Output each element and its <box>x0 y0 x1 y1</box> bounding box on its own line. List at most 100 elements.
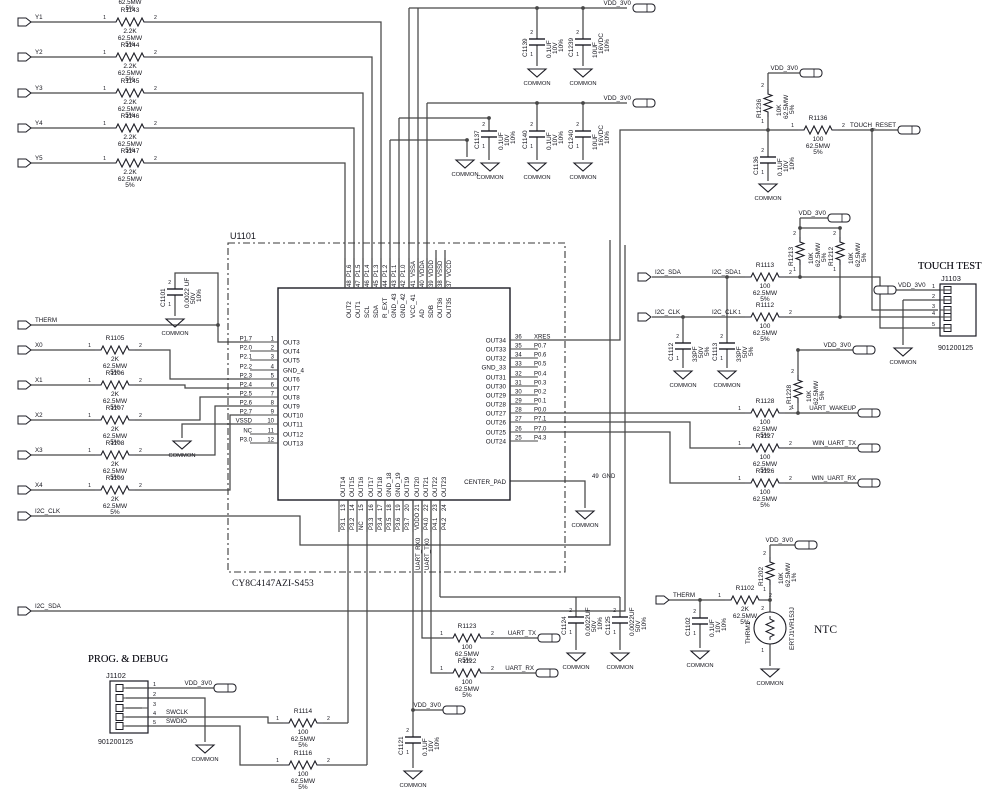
tag-port-VDD_3V0: VDD_3V0 <box>873 282 926 295</box>
capacitor-tolerance: 10% <box>597 617 604 630</box>
connector-pin-number: 3 <box>153 702 156 708</box>
resistor-ref: R1228 <box>786 384 793 404</box>
resistor-value: 100 <box>760 323 771 330</box>
ic-pin-number: 3 <box>271 355 275 361</box>
resistor-value: 100 <box>813 136 824 143</box>
capacitor-value: 0.0022UF <box>629 607 636 636</box>
pin-number: 1 <box>440 631 443 637</box>
ic-pin-number: 43 <box>392 280 398 287</box>
net-port-label: X4 <box>35 482 43 489</box>
resistor-ref: R1122 <box>458 658 477 665</box>
ic-pin-number: 12 <box>267 438 274 444</box>
pin-number: 2 <box>530 30 533 36</box>
resistor-ref: R1126 <box>756 468 775 475</box>
connector-pin-number: 1 <box>153 682 156 688</box>
pin-number: 1 <box>276 716 279 722</box>
resistor-tolerance: 5% <box>125 112 135 119</box>
schematic-label: 62.5MW <box>118 0 141 6</box>
ground-label: COMMON <box>756 681 783 687</box>
ground-symbol: COMMON <box>399 770 427 789</box>
resistor-power: 62.5MW <box>455 651 480 658</box>
ic-pin-number: 2 <box>271 346 275 352</box>
resistor-tolerance: 5% <box>819 390 826 400</box>
ic-pin-net: OUT23 <box>441 476 448 497</box>
wire <box>135 384 250 389</box>
tag-port-label: VDD_3V0 <box>184 680 212 687</box>
ic-pin-number: 39 <box>429 280 435 287</box>
capacitor-tolerance: 10% <box>434 737 441 750</box>
ic-pin-name: P3.0 <box>240 438 253 444</box>
net-port-X1: X1 <box>17 377 43 390</box>
pin-number: 1 <box>833 267 836 273</box>
tag-port-UART_WAKEUP: UART_WAKEUP <box>809 405 881 418</box>
ic-pin-net: OUT36 <box>437 297 444 318</box>
resistor-power: 62.5MW <box>753 496 778 503</box>
junction-dot <box>681 315 685 319</box>
resistor-power: 62.5MW <box>753 290 778 297</box>
net-port-X2: X2 <box>17 412 43 425</box>
junction-dot <box>768 598 772 602</box>
wire <box>538 129 798 341</box>
junction-dot <box>870 128 874 132</box>
net-port-label: X3 <box>35 447 43 454</box>
schematic-label: TOUCH TEST <box>918 261 982 272</box>
tag-port-label: VDD_3V0 <box>413 702 441 709</box>
ic-pin-number: 36 <box>515 335 522 341</box>
pin-number: 1 <box>530 144 533 150</box>
ic-pin-name: P3.2 <box>350 517 356 530</box>
ic-pin-net: OUT4 <box>283 349 300 356</box>
ic-pin-number: 35 <box>515 344 522 350</box>
resistor-tolerance: 5% <box>462 657 472 664</box>
resistor-ref: R1128 <box>756 398 775 405</box>
resistor-power: 62.5MW <box>103 468 128 475</box>
ic-pin-net: OUT31 <box>486 375 507 382</box>
pin-number: 2 <box>139 483 142 489</box>
ic-pin-number: 18 <box>387 504 393 511</box>
resistor-power: 62.5MW <box>783 94 790 119</box>
ground-symbol: COMMON <box>523 162 551 181</box>
tag-port-label: VDD_3V0 <box>603 95 631 102</box>
resistor-value: 10K <box>848 252 855 264</box>
wire <box>135 414 250 491</box>
pin-number: 1 <box>676 356 679 362</box>
pin-number: 1 <box>530 52 533 58</box>
ic-pin-net: VCC_41 <box>410 294 417 318</box>
capacitor-voltage: 10V <box>552 42 559 54</box>
capacitor-voltage: 50V <box>591 620 598 632</box>
ic-pin-name: P1.2 <box>383 264 389 277</box>
net-port-label: X1 <box>35 377 43 384</box>
resistor-ref: R1108 <box>106 440 125 447</box>
ic-pin-number: 41 <box>411 280 417 287</box>
ic-pin-net: OUT24 <box>486 439 507 446</box>
net-port-Y3: Y3 <box>17 85 43 98</box>
resistor-power: 62.5MW <box>785 562 792 587</box>
wire <box>126 725 283 766</box>
ic-pin-name: P2.6 <box>240 401 253 407</box>
resistor-ref: R1146 <box>121 113 140 120</box>
ic-pin-name: P1.3 <box>374 264 380 277</box>
capacitor-tolerance: 10% <box>604 131 611 144</box>
junction-dot <box>535 6 539 10</box>
pin-number: 2 <box>761 148 764 154</box>
ic-pin-number: 1 <box>271 337 275 343</box>
connector-title: TOUCH TEST <box>918 261 982 272</box>
wire <box>30 240 611 546</box>
capacitor-voltage: 50V <box>190 292 197 304</box>
ground-label: COMMON <box>889 360 916 366</box>
pin-number: 1 <box>761 648 764 654</box>
resistor-tolerance: 5% <box>462 692 472 699</box>
ic-pin-net: OUT1 <box>355 301 362 318</box>
resistor-value: 2.2K <box>123 28 137 35</box>
